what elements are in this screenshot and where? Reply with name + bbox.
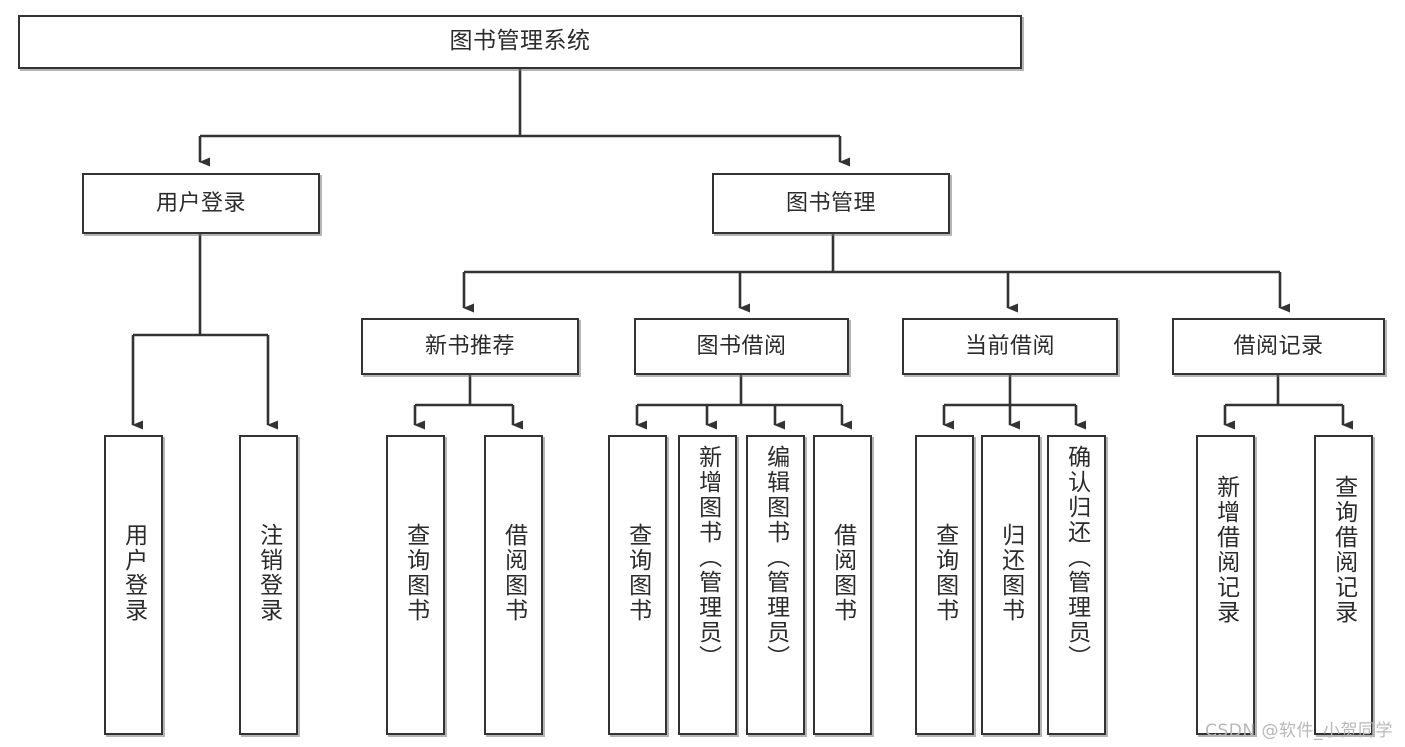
node-label: 查询图书 bbox=[402, 523, 429, 623]
leaf-confirm-return-admin[interactable]: 确认归还（管理员） bbox=[1047, 435, 1106, 735]
node-label: 新书推荐 bbox=[424, 333, 515, 359]
leaf-current-query-book[interactable]: 查询图书 bbox=[915, 435, 974, 735]
node-label: 图书管理 bbox=[785, 190, 876, 216]
leaf-recommend-borrow-book[interactable]: 借阅图书 bbox=[484, 435, 543, 735]
node-label: 查询图书 bbox=[624, 523, 651, 623]
node-label: 图书管理系统 bbox=[449, 28, 591, 55]
leaf-query-borrow-record[interactable]: 查询借阅记录 bbox=[1314, 435, 1373, 735]
node-book-borrow[interactable]: 图书借阅 bbox=[634, 318, 849, 375]
node-label: 注销登录 bbox=[255, 523, 282, 623]
node-label: 图书借阅 bbox=[696, 333, 787, 359]
leaf-edit-book-admin[interactable]: 编辑图书（管理员） bbox=[746, 435, 805, 735]
node-user-login[interactable]: 用户登录 bbox=[82, 173, 320, 234]
node-label: 查询图书 bbox=[931, 523, 958, 623]
node-label: 用户登录 bbox=[155, 190, 246, 216]
node-current-borrow[interactable]: 当前借阅 bbox=[902, 318, 1118, 375]
node-label: 用户登录 bbox=[120, 523, 147, 623]
node-label: 借阅图书 bbox=[829, 523, 856, 623]
leaf-borrow-query-book[interactable]: 查询图书 bbox=[608, 435, 667, 735]
node-borrow-record[interactable]: 借阅记录 bbox=[1172, 318, 1385, 375]
leaf-add-book-admin[interactable]: 新增图书（管理员） bbox=[678, 435, 737, 735]
node-label: 确认归还（管理员） bbox=[1063, 445, 1090, 670]
node-label: 当前借阅 bbox=[964, 333, 1055, 359]
leaf-borrow-borrow-book[interactable]: 借阅图书 bbox=[813, 435, 872, 735]
node-label: 编辑图书（管理员） bbox=[762, 445, 789, 670]
leaf-logout[interactable]: 注销登录 bbox=[239, 435, 298, 735]
node-label: 借阅记录 bbox=[1233, 333, 1324, 359]
node-label: 借阅图书 bbox=[500, 523, 527, 623]
node-book-management[interactable]: 图书管理 bbox=[712, 173, 950, 234]
node-label: 新增图书（管理员） bbox=[694, 445, 721, 670]
node-label: 新增借阅记录 bbox=[1212, 475, 1239, 625]
node-root-system[interactable]: 图书管理系统 bbox=[18, 15, 1022, 69]
node-new-book-recommend[interactable]: 新书推荐 bbox=[361, 318, 579, 375]
leaf-add-borrow-record[interactable]: 新增借阅记录 bbox=[1196, 435, 1255, 735]
node-label: 查询借阅记录 bbox=[1330, 475, 1357, 625]
leaf-return-book[interactable]: 归还图书 bbox=[981, 435, 1040, 735]
leaf-recommend-query-book[interactable]: 查询图书 bbox=[386, 435, 445, 735]
node-label: 归还图书 bbox=[997, 523, 1024, 623]
leaf-user-login[interactable]: 用户登录 bbox=[104, 435, 163, 735]
